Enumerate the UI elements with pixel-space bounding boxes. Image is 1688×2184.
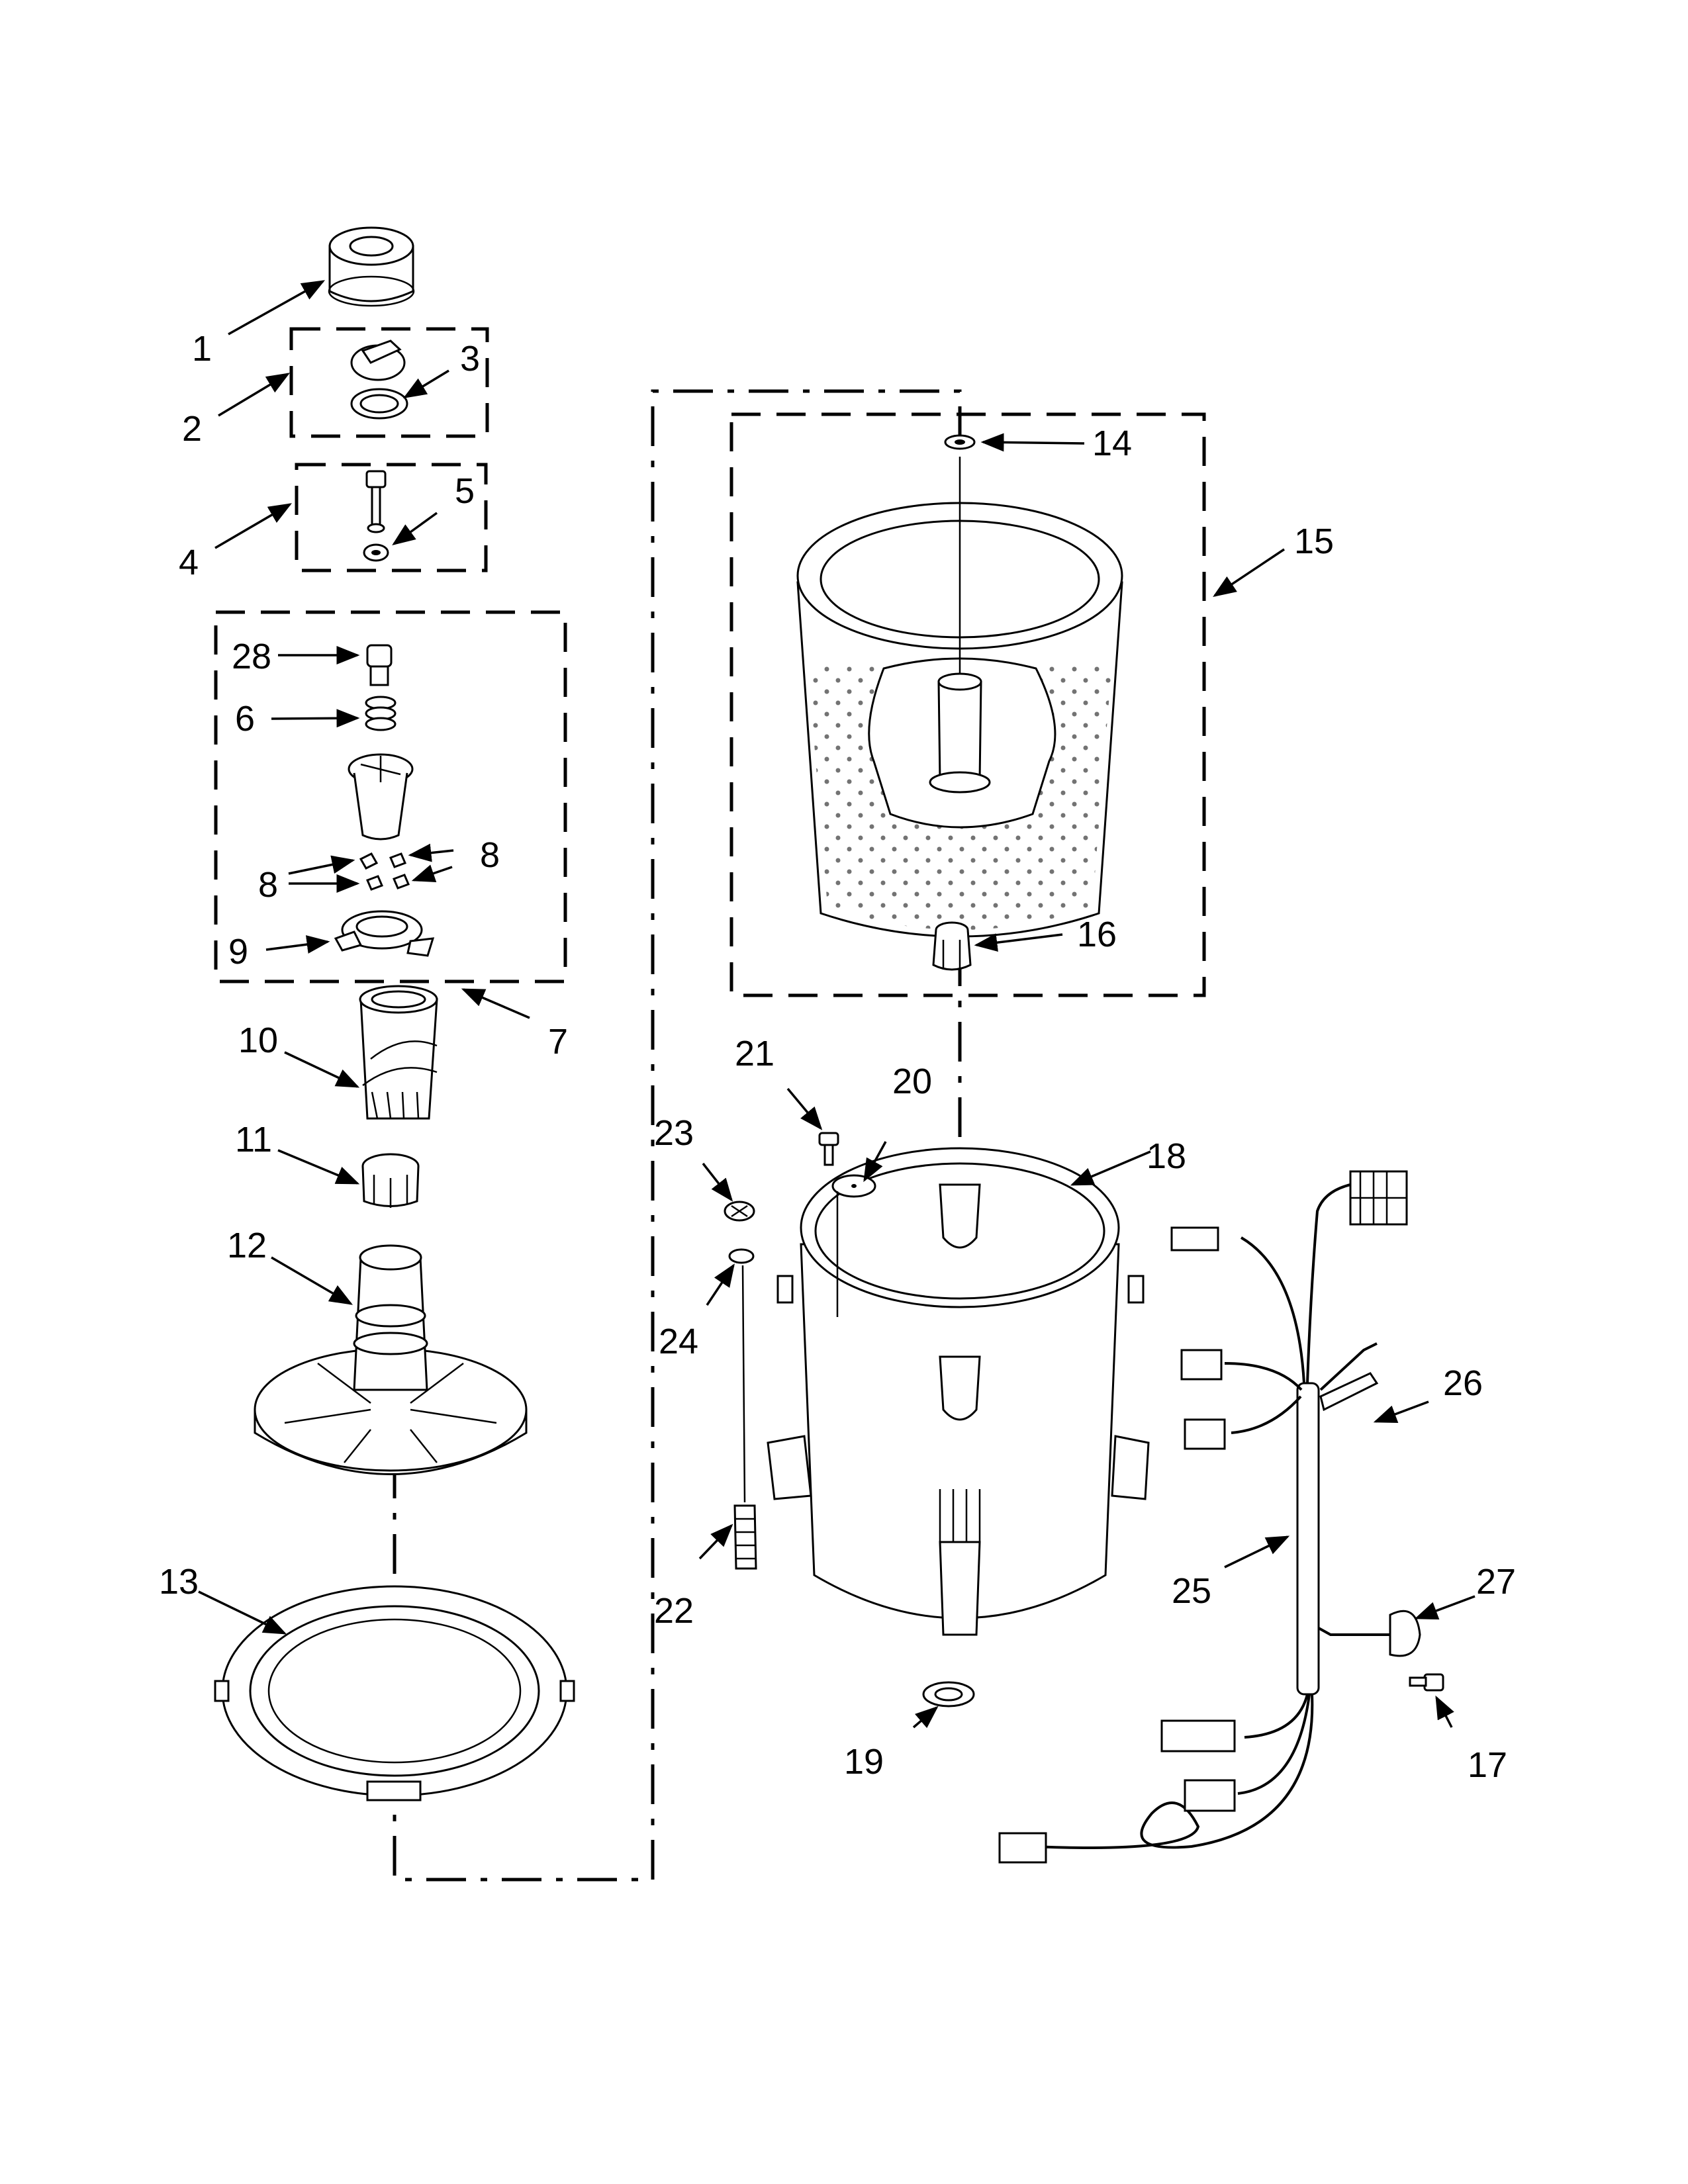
callout-24: 24 <box>659 1322 698 1361</box>
group-box-4 <box>295 463 488 572</box>
part-7-dog-holder <box>348 753 414 841</box>
callout-9: 9 <box>228 932 248 972</box>
group-box-2 <box>289 327 489 438</box>
part-6-spring <box>365 696 397 731</box>
part-13-balance-ring <box>214 1585 575 1801</box>
callout-18: 18 <box>1147 1136 1186 1176</box>
part-22-suspension-rod <box>733 1265 757 1570</box>
callout-16: 16 <box>1077 915 1117 954</box>
callout-7: 7 <box>548 1022 568 1062</box>
part-8-dogs <box>359 852 410 891</box>
callout-4: 4 <box>179 543 199 582</box>
callout-14: 14 <box>1092 424 1132 463</box>
callout-6: 6 <box>235 699 255 739</box>
part-19-seal <box>922 1681 975 1707</box>
part-23-cap <box>724 1201 755 1222</box>
part-28-cap <box>366 644 393 686</box>
part-2-cam <box>350 340 406 381</box>
callout-10: 10 <box>238 1021 278 1060</box>
part-24-washer <box>728 1248 755 1264</box>
part-12-agitator-base <box>254 1244 528 1475</box>
part-4-bolt <box>365 470 387 533</box>
part-1-cap <box>328 226 415 307</box>
part-17-screw <box>1409 1673 1444 1692</box>
callout-5: 5 <box>455 471 475 511</box>
callout-8-left: 8 <box>258 865 278 905</box>
part-3-ring <box>350 388 408 420</box>
callout-13: 13 <box>159 1562 199 1602</box>
part-15-basket <box>796 457 1123 938</box>
callout-23: 23 <box>654 1113 694 1153</box>
callout-2: 2 <box>182 409 202 449</box>
callout-8-right: 8 <box>480 835 500 875</box>
part-5-washer <box>363 543 389 562</box>
leader-lines <box>198 280 1476 1729</box>
callout-27: 27 <box>1476 1562 1516 1602</box>
callout-28: 28 <box>232 637 271 676</box>
part-25-wire-harness <box>998 1170 1408 1864</box>
callout-20: 20 <box>892 1062 932 1101</box>
callout-3: 3 <box>460 339 480 379</box>
callout-17: 17 <box>1468 1745 1507 1785</box>
group-box-15 <box>729 412 1206 997</box>
part-27-clamp <box>1389 1610 1421 1657</box>
callout-1: 1 <box>192 329 212 369</box>
part-18-tub <box>767 1147 1150 1636</box>
part-10-agitator-barrel <box>359 985 438 1120</box>
callout-12: 12 <box>227 1226 267 1265</box>
callout-22: 22 <box>654 1591 694 1631</box>
callout-15: 15 <box>1294 522 1334 561</box>
part-21-screw <box>818 1132 839 1166</box>
callout-labels: 1 2 3 4 5 6 7 8 8 9 10 11 12 13 14 15 16… <box>159 329 1516 1785</box>
callout-26: 26 <box>1443 1363 1483 1403</box>
callout-19: 19 <box>844 1742 884 1782</box>
callout-21: 21 <box>735 1034 774 1073</box>
part-26-tube <box>1319 1372 1379 1412</box>
callout-25: 25 <box>1172 1571 1211 1611</box>
callout-11: 11 <box>235 1120 272 1160</box>
part-14-nut <box>944 434 976 450</box>
part-11-bearing <box>361 1153 420 1208</box>
part-20-plate <box>831 1174 876 1198</box>
part-16-coupling <box>932 921 972 971</box>
part-9-retainer <box>334 910 435 957</box>
